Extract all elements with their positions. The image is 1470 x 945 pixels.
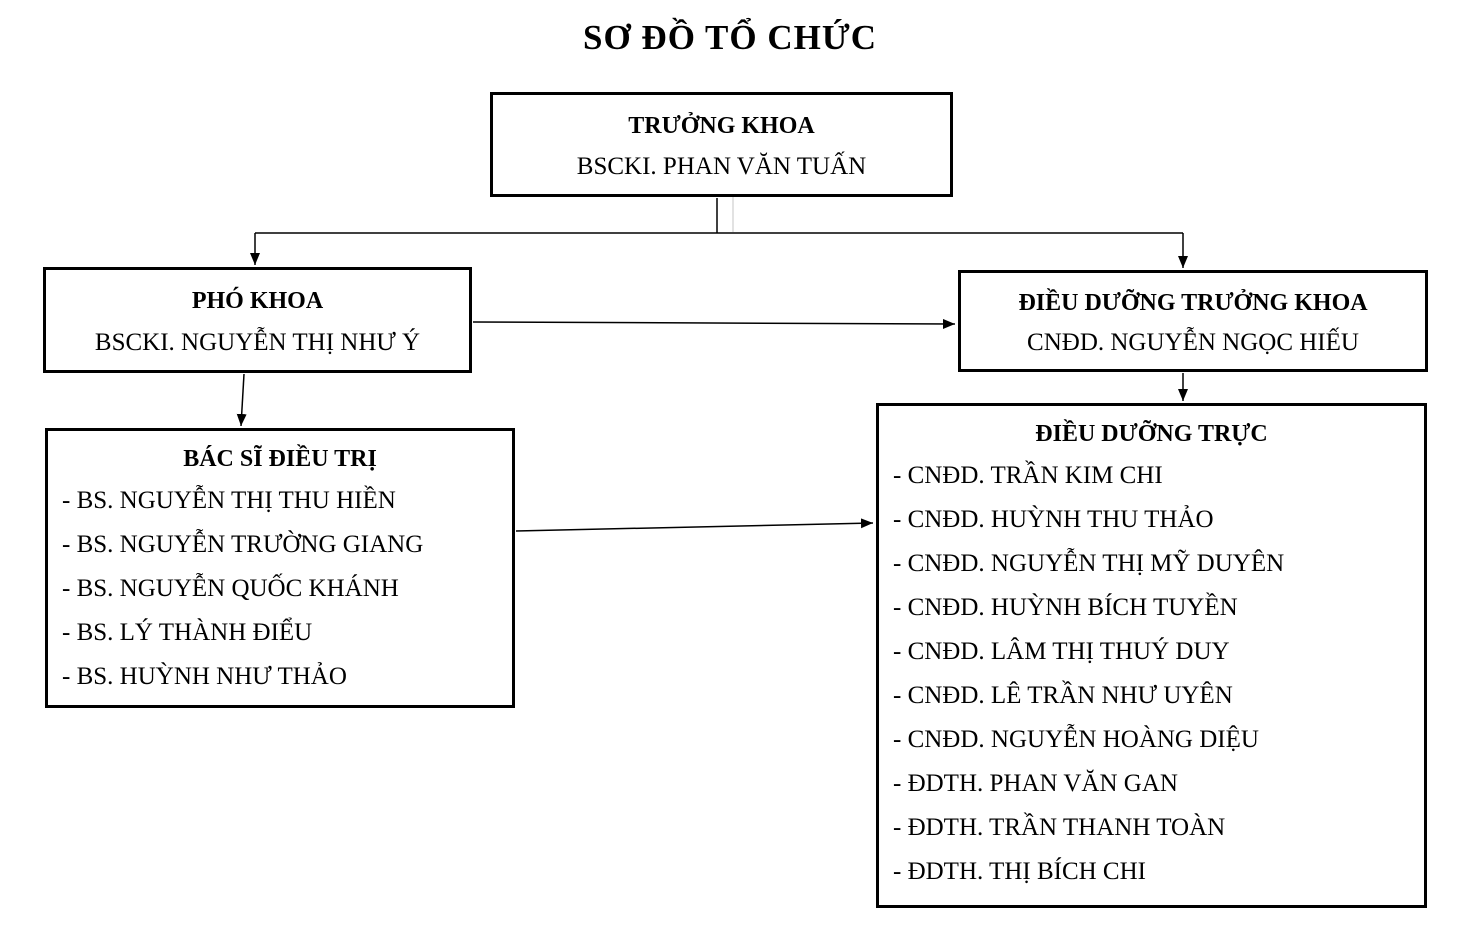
page-title: SƠ ĐỒ TỔ CHỨC xyxy=(582,18,877,57)
connector-deputy-to-chief-nurse xyxy=(472,318,956,329)
member-item: - ĐDTH. TRẦN THANH TOÀN xyxy=(893,814,1226,841)
member-item: - BS. NGUYỄN TRƯỜNG GIANG xyxy=(62,531,424,558)
node-treating-doctors: BÁC SĨ ĐIỀU TRỊ - BS. NGUYỄN THỊ THU HIỀ… xyxy=(45,428,515,708)
chief-nurse-role-label: ĐIỀU DƯỠNG TRƯỞNG KHOA xyxy=(1018,290,1368,316)
member-item: - CNĐD. LÂM THỊ THUÝ DUY xyxy=(893,638,1230,665)
head-role-label: TRƯỞNG KHOA xyxy=(628,113,815,139)
node-head-of-department: TRƯỞNG KHOA BSCKI. PHAN VĂN TUẤN xyxy=(490,92,953,197)
doctors-role-label: BÁC SĨ ĐIỀU TRỊ xyxy=(183,446,377,472)
nurses-role-label: ĐIỀU DƯỠNG TRỰC xyxy=(1035,421,1268,447)
member-item: - ĐDTH. THỊ BÍCH CHI xyxy=(893,858,1146,885)
deputy-person-name: BSCKI. NGUYỄN THỊ NHƯ Ý xyxy=(94,328,421,356)
member-item: - CNĐD. NGUYỄN THỊ MỸ DUYÊN xyxy=(893,550,1285,577)
chief-nurse-person-name: CNĐD. NGUYỄN NGỌC HIẾU xyxy=(1027,329,1359,356)
nurses-member-list: - CNĐD. TRẦN KIM CHI - CNĐD. HUỲNH THU T… xyxy=(879,454,1424,894)
member-item: - BS. LÝ THÀNH ĐIỂU xyxy=(62,619,313,646)
connector-doctors-to-nurses xyxy=(515,518,874,532)
node-deputy-head: PHÓ KHOA BSCKI. NGUYỄN THỊ NHƯ Ý xyxy=(43,267,472,373)
member-item: - CNĐD. HUỲNH BÍCH TUYỀN xyxy=(893,594,1238,621)
node-chief-nurse: ĐIỀU DƯỠNG TRƯỞNG KHOA CNĐD. NGUYỄN NGỌC… xyxy=(958,270,1428,372)
member-item: - ĐDTH. PHAN VĂN GAN xyxy=(893,770,1178,797)
deputy-role-label: PHÓ KHOA xyxy=(191,288,324,315)
member-item: - BS. NGUYỄN THỊ THU HIỀN xyxy=(62,487,396,514)
member-item: - CNĐD. TRẦN KIM CHI xyxy=(893,462,1163,489)
connector-deputy-to-doctors xyxy=(236,373,247,427)
head-person-name: BSCKI. PHAN VĂN TUẤN xyxy=(576,153,867,180)
member-item: - CNĐD. HUỲNH THU THẢO xyxy=(893,506,1214,533)
member-item: - CNĐD. LÊ TRẦN NHƯ UYÊN xyxy=(893,682,1233,709)
member-item: - BS. HUỲNH NHƯ THẢO xyxy=(62,663,347,690)
member-item: - BS. NGUYỄN QUỐC KHÁNH xyxy=(62,575,399,602)
node-duty-nurses: ĐIỀU DƯỠNG TRỰC - CNĐD. TRẦN KIM CHI - C… xyxy=(876,403,1427,908)
doctors-member-list: - BS. NGUYỄN THỊ THU HIỀN - BS. NGUYỄN T… xyxy=(48,479,512,699)
member-item: - CNĐD. NGUYỄN HOÀNG DIỆU xyxy=(893,726,1259,753)
